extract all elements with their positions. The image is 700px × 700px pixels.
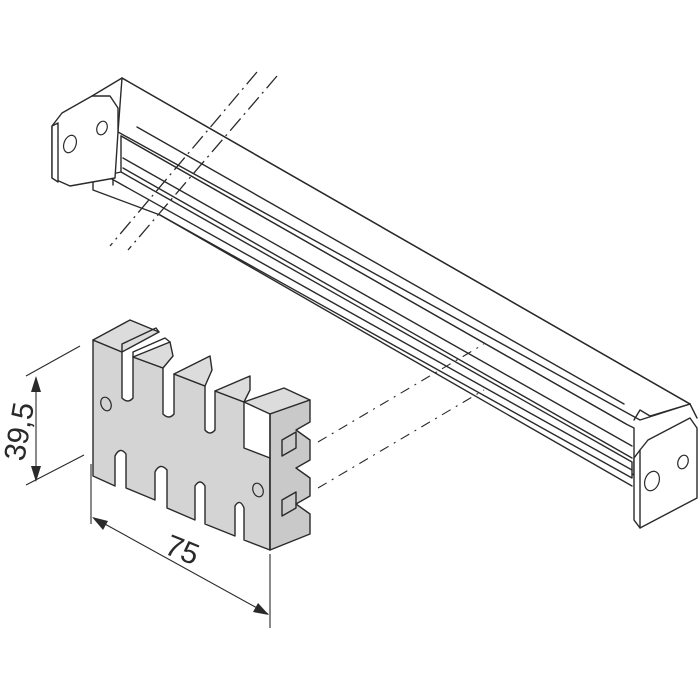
- mounting-rail: [51, 71, 698, 529]
- projection-lines: [317, 343, 485, 489]
- rail-bottom-lip: [92, 171, 633, 479]
- comb-hole-icon: [252, 482, 264, 498]
- rail-left-bracket: [51, 95, 119, 187]
- break-line: [109, 71, 258, 247]
- bracket-hole-icon: [677, 454, 689, 470]
- comb-front-face: [92, 339, 271, 551]
- comb-hole-icon: [100, 396, 112, 412]
- break-line: [127, 75, 278, 251]
- rail-right-bracket: [633, 417, 698, 529]
- bracket-hole-icon: [643, 470, 661, 492]
- comb-side-profile: [269, 399, 311, 551]
- comb-cable-holder: [92, 319, 311, 551]
- bracket-hole-icon: [62, 134, 78, 154]
- width-label: 75: [160, 529, 203, 572]
- height-dimension: 39,5: [0, 345, 85, 486]
- height-label: 39,5: [0, 400, 41, 463]
- bracket-hole-icon: [96, 120, 108, 136]
